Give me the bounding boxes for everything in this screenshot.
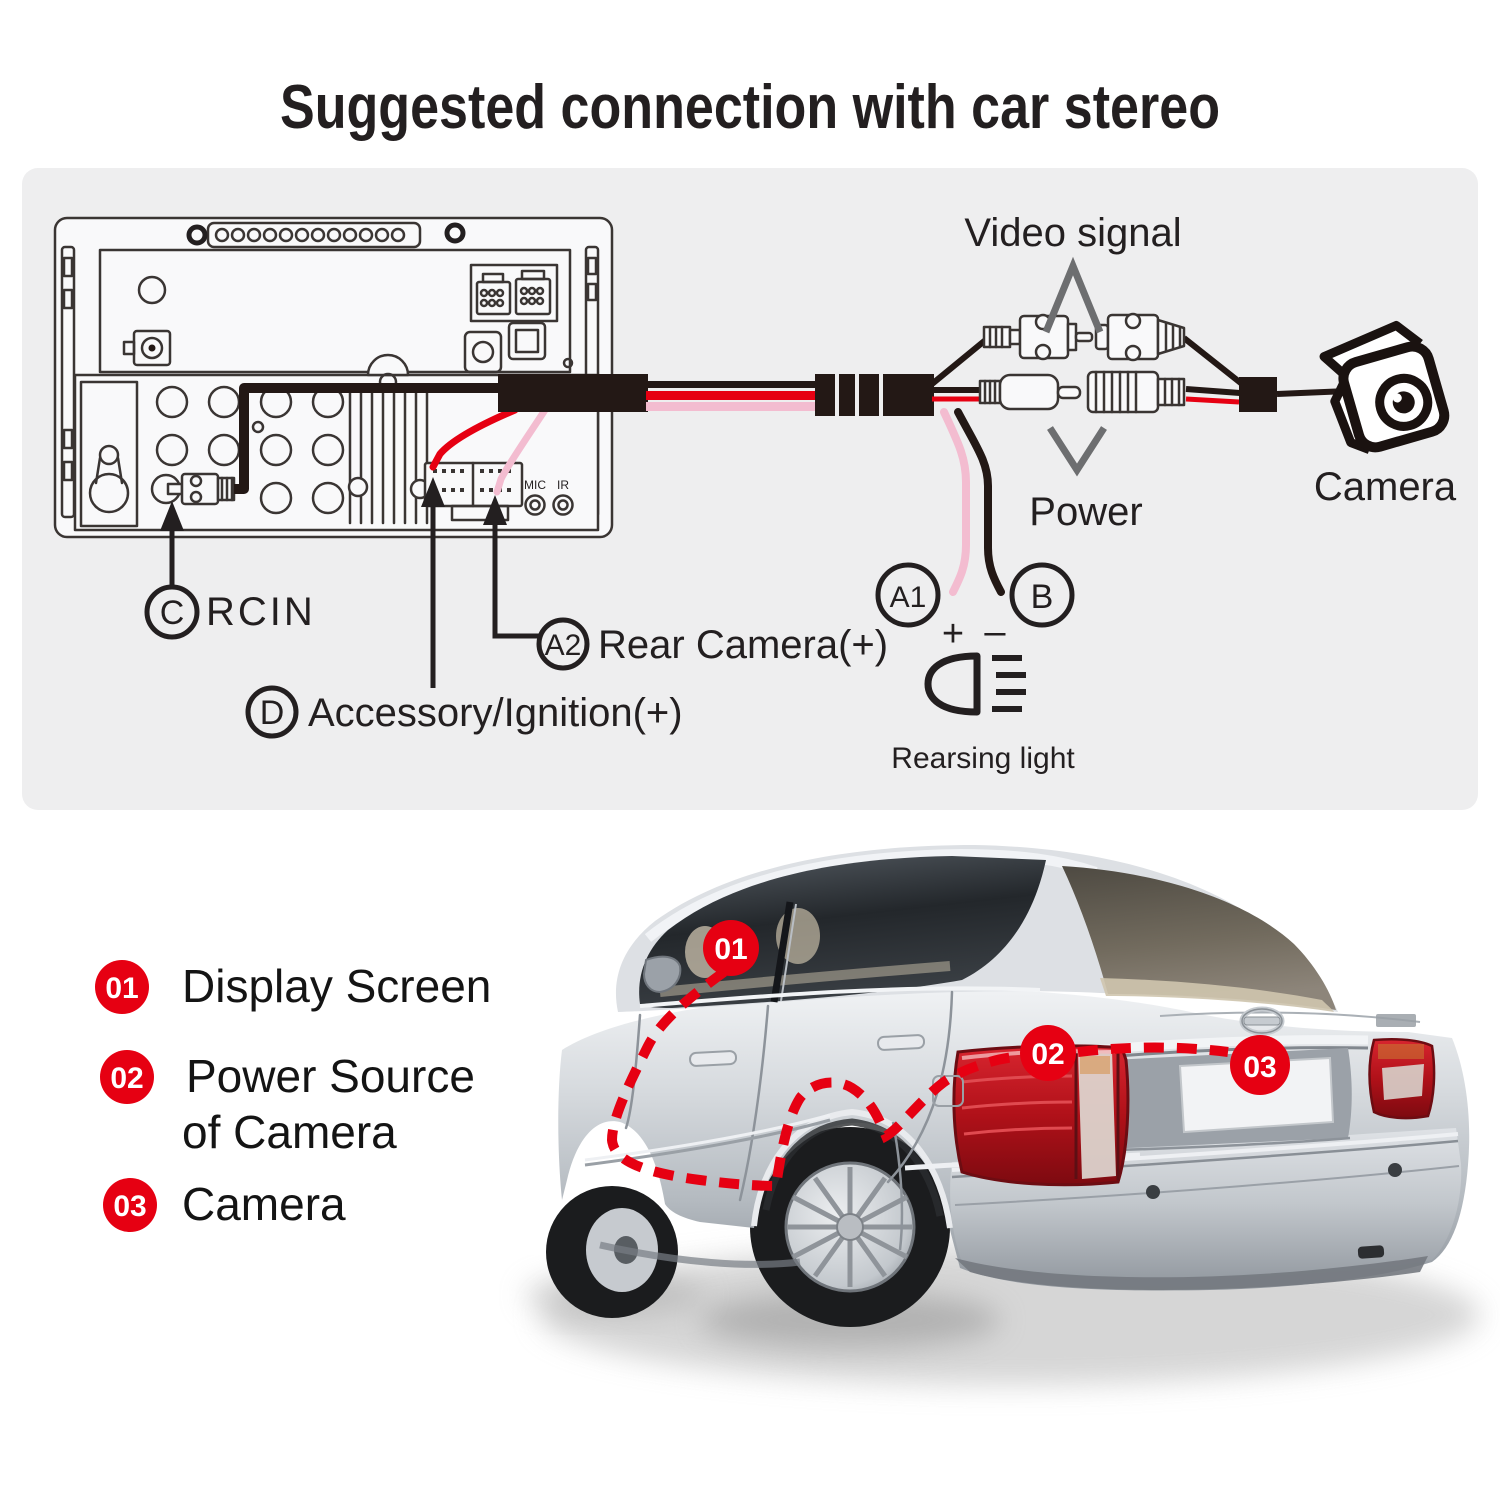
ribbon-red [646,391,818,400]
reversing-light-icon [924,652,1026,716]
rca-male-plug [982,313,1094,361]
parking-sensor [1146,1185,1160,1199]
legend-item-camera: 03 Camera [103,1178,346,1232]
door-handle [877,1034,926,1051]
a1-id: A1 [890,581,927,614]
accessory-id: D [260,694,285,732]
rcin-id: C [160,594,185,632]
reverse-trigger-pink-wire [940,408,970,596]
side-mirror [642,955,682,994]
video-signal-label: Video signal [964,211,1181,255]
harness-socket-block [469,263,559,323]
plus-sign: + [942,613,964,655]
arrow-up-icon [483,495,507,525]
camera-icon [1319,320,1450,454]
front-wheel [546,1186,678,1318]
car-stereo-back-panel: MIC IR [53,216,614,539]
callout-01-number: 01 [714,933,747,966]
arrow-up-icon [421,477,445,507]
legend-num-02: 02 [110,1062,143,1095]
screw-hole [137,275,167,305]
mic-label: MIC [524,478,546,492]
legend-badge-01 [95,960,149,1014]
dc-power-connectors [978,370,1186,414]
mic-port: MIC [524,478,546,516]
rcin-plug [150,472,236,506]
keyhole-bracket [79,380,139,528]
legend-num-01: 01 [105,972,138,1005]
exhaust-tip [1357,1245,1385,1259]
rear-camera-label: Rear Camera(+) [598,623,888,667]
arrow-up-icon [160,501,184,531]
accessory-label: Accessory/Ignition(+) [308,691,683,735]
chevron-up-icon [1042,256,1104,334]
dc-male-plug [978,373,1082,411]
camera-cable-route [606,967,1229,1192]
ground-black-wire [954,408,1005,596]
door-handle [689,1050,738,1067]
chevron-down-icon [1047,426,1107,477]
rear-camera-callout: A2 Rear Camera(+) [483,495,888,671]
antenna-jack [122,329,172,367]
minus-sign: – [984,611,1006,653]
reverse-light-callout: A1 B + – Rearsing light [875,562,1075,775]
ribbon-pink [646,402,818,411]
rear-camera-pink-wire [493,406,549,496]
legend-item-display-screen: 01 Display Screen [95,960,491,1014]
round-port [463,330,503,374]
callout-01: 01 [703,920,759,976]
rca-video-connectors [982,312,1186,362]
dc-female-jack [1086,370,1186,414]
square-socket [507,321,547,361]
ribbon-black [646,381,818,388]
nissan-emblem [1239,1006,1285,1036]
legend-label-03: Camera [182,1178,346,1230]
vent-hole-strip [186,221,466,249]
rear-camera-id: A2 [545,629,582,662]
callout-03-number: 03 [1243,1051,1276,1084]
legend-num-03: 03 [113,1190,146,1223]
legend: 01 Display Screen 02 Power Source of Cam… [95,960,491,1232]
ferrite-segments [815,374,934,416]
rcin-black-cable [234,383,500,494]
camera-cable-sheath [1239,377,1277,412]
video-lead-left [930,335,990,387]
model-badge [1376,1014,1416,1027]
legend-label-02-line1: Power Source [186,1050,475,1102]
rcin-callout: C RCIN [144,501,316,640]
car-photo: 01 02 03 [525,845,1480,1385]
callout-03: 03 [1230,1035,1290,1095]
rearsing-light-label: Rearsing light [891,742,1075,775]
accessory-callout: D Accessory/Ignition(+) [245,477,683,739]
camera-harness [150,335,1349,596]
legend-item-power-source: 02 Power Source of Camera [100,1050,475,1158]
camera-label: Camera [1314,465,1457,509]
right-tail-light [1368,1038,1436,1120]
callout-02: 02 [1020,1025,1076,1081]
rca-female-jack [1094,312,1186,362]
video-lead-right [1182,335,1244,387]
ir-label: IR [557,478,569,492]
door-seam [738,1004,770,1202]
accessory-red-wire [429,406,519,471]
b-pillar [770,901,794,1003]
rear-window [1062,866,1336,1010]
power-label: Power [1029,490,1142,534]
callout-02-number: 02 [1031,1038,1064,1071]
cable-sheath [498,374,648,412]
page-title: Suggested connection with car stereo [280,73,1220,142]
legend-badge-02 [100,1050,154,1104]
legend-label-01: Display Screen [182,960,491,1012]
left-tail-light [952,1044,1130,1187]
b-id: B [1031,578,1054,616]
rcin-label: RCIN [206,590,316,634]
legend-label-02-line2: of Camera [182,1106,397,1158]
ir-port: IR [552,478,574,516]
parcel-shelf [1100,978,1334,1012]
parking-sensor [1388,1163,1402,1177]
legend-badge-03 [103,1178,157,1232]
